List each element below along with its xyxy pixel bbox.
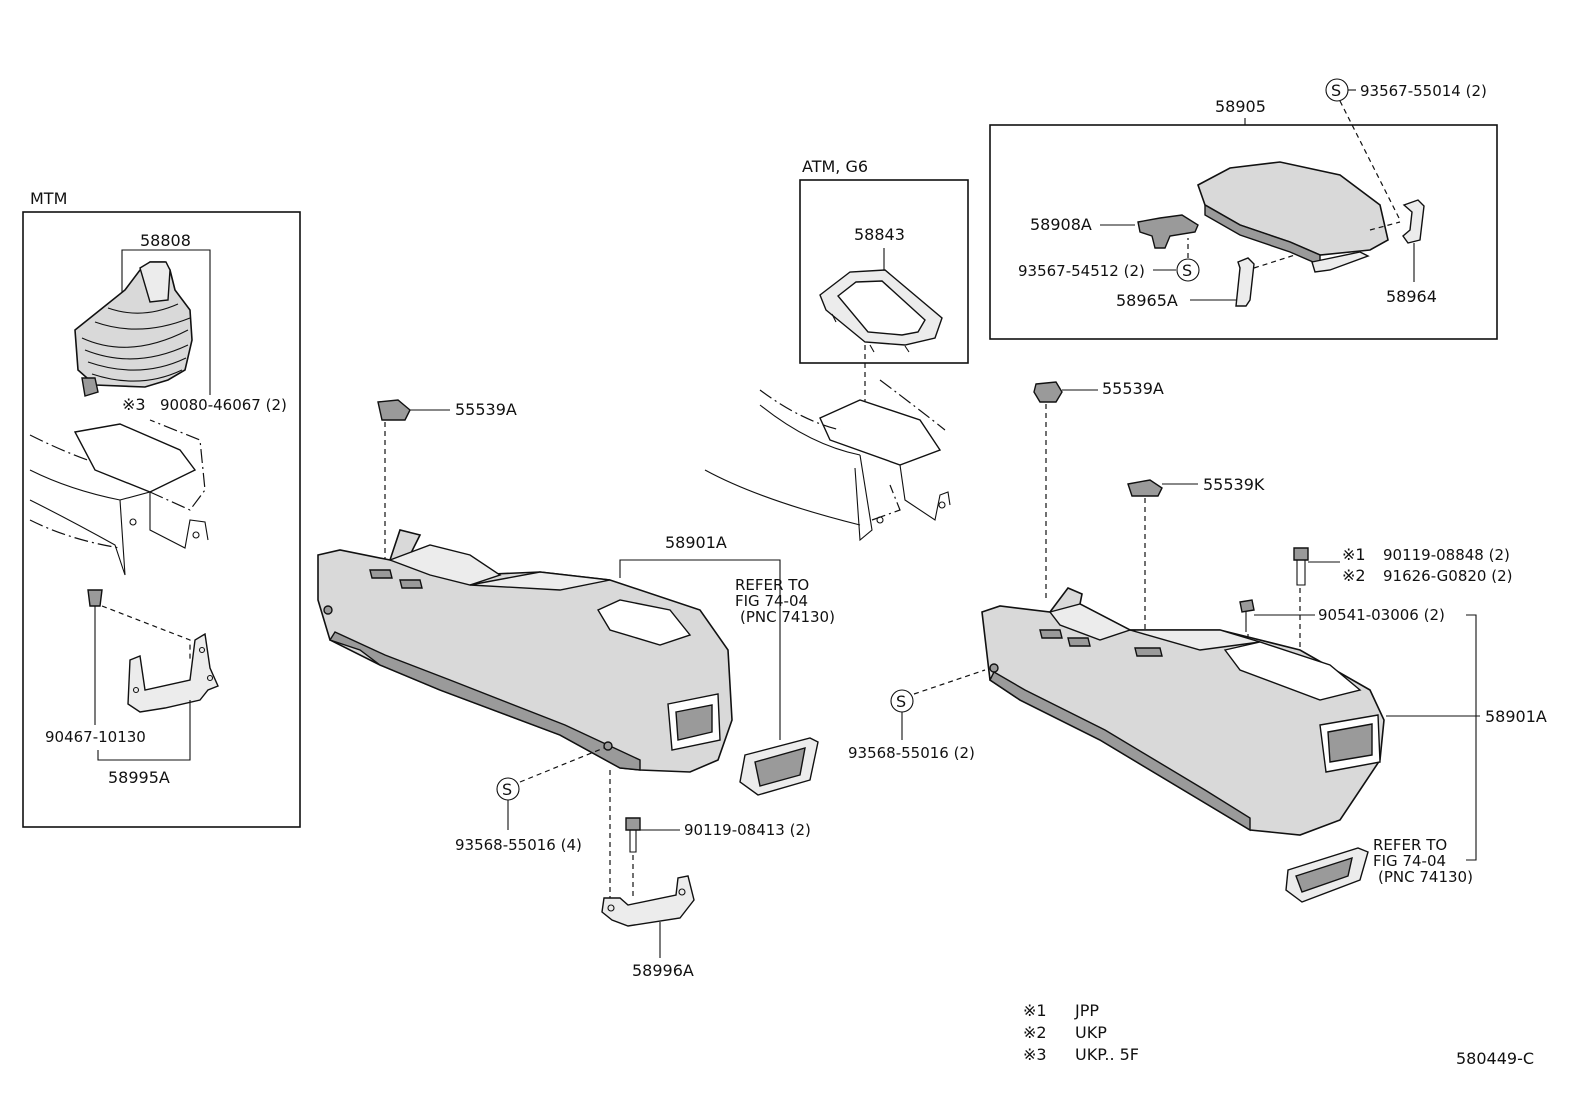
boot-clip [81, 377, 99, 397]
shift-bezel-58843 [819, 269, 943, 353]
mark3-label: ※3 [122, 395, 146, 414]
label-58995A: 58995A [108, 768, 170, 787]
atm-section: ATM, G6 58843 [704, 157, 969, 542]
refer-right-1: REFER TO [1373, 836, 1447, 854]
label-93568-right: 93568-55016 (2) [848, 744, 975, 762]
shift-boot [74, 261, 193, 388]
refer-right-2: FIG 74-04 [1373, 852, 1446, 870]
clip-55539A-left [377, 399, 411, 421]
legend-mark-2: ※2 [1023, 1023, 1047, 1042]
mtm-section: MTM 58808 ※3 90080-46067 (2) [22, 189, 301, 828]
armrest-section: 58905 S 93567-55014 (2) 58908A S 93567-5… [989, 78, 1498, 340]
right-console-section: 55539A 55539K ※1 90119-08848 (2) ※2 9162… [848, 379, 1547, 903]
label-91626: 91626-G0820 (2) [1383, 567, 1513, 585]
left-tray-part [739, 737, 819, 796]
right-console-body [981, 587, 1385, 836]
label-58996A: 58996A [632, 961, 694, 980]
bracket-58995A [127, 632, 219, 713]
bracket-58996A [601, 875, 695, 927]
svg-text:S: S [1331, 81, 1341, 100]
refer-left-1: REFER TO [735, 576, 809, 594]
svg-text:S: S [896, 692, 906, 711]
atm-title: ATM, G6 [802, 157, 868, 176]
label-93568-left: 93568-55016 (4) [455, 836, 582, 854]
label-55539A-right: 55539A [1102, 379, 1164, 398]
label-90080: 90080-46067 (2) [160, 396, 287, 414]
label-93567-54512: 93567-54512 (2) [1018, 262, 1145, 280]
svg-text:S: S [502, 780, 512, 799]
label-93567-55014: 93567-55014 (2) [1360, 82, 1487, 100]
label-58905: 58905 [1215, 97, 1266, 116]
label-90119-08413: 90119-08413 (2) [684, 821, 811, 839]
bolt-90119-08848 [1293, 547, 1309, 586]
clip-55539A-right [1033, 381, 1063, 403]
atm-frame [799, 179, 969, 364]
svg-text:S: S [1182, 261, 1192, 280]
legend-mark-3: ※3 [1023, 1045, 1047, 1064]
left-console-section: 55539A 58901A REFER TO FIG 74-04 (PNC 74… [317, 399, 835, 980]
legend-mark-1: ※1 [1023, 1001, 1047, 1020]
mtm-title: MTM [30, 189, 67, 208]
armrest-frame [989, 124, 1498, 340]
bolt-90467 [87, 589, 103, 725]
label-58901A-left: 58901A [665, 533, 727, 552]
legend-text-1: JPP [1074, 1001, 1099, 1020]
refer-right-3: (PNC 74130) [1378, 868, 1473, 886]
refer-left-3: (PNC 74130) [740, 608, 835, 626]
label-58901A-right: 58901A [1485, 707, 1547, 726]
screw-93568-right: S [890, 689, 914, 713]
screw-93568-left: S [496, 777, 520, 801]
atm-console-fragment [704, 379, 951, 542]
legend: ※1 JPP ※2 UKP ※3 UKP.. 5F [1023, 1001, 1139, 1064]
left-console-body [317, 529, 733, 773]
right-tray-part [1285, 847, 1369, 903]
legend-text-3: UKP.. 5F [1075, 1045, 1139, 1064]
bolt-90119-08413 [625, 817, 641, 853]
refer-left-2: FIG 74-04 [735, 592, 808, 610]
part-58964 [1402, 199, 1425, 244]
legend-text-2: UKP [1075, 1023, 1107, 1042]
label-58965A: 58965A [1116, 291, 1178, 310]
screw-93567-54512: S [1176, 258, 1200, 282]
label-90541: 90541-03006 (2) [1318, 606, 1445, 624]
label-58843: 58843 [854, 225, 905, 244]
armrest-lid [1197, 161, 1389, 273]
label-90119-08848: 90119-08848 (2) [1383, 546, 1510, 564]
hinge-58908A [1137, 214, 1199, 249]
mtm-frame [22, 211, 301, 828]
label-55539A-left: 55539A [455, 400, 517, 419]
figure-code: 580449-C [1456, 1049, 1534, 1068]
label-58964: 58964 [1386, 287, 1437, 306]
bolt-90541 [1239, 599, 1255, 632]
label-90467: 90467-10130 [45, 728, 146, 746]
mtm-console-fragment [29, 419, 209, 576]
mark2-label: ※2 [1342, 566, 1366, 585]
mark1-label: ※1 [1342, 545, 1366, 564]
latch-58965A [1235, 257, 1255, 307]
clip-55539K [1127, 479, 1163, 497]
screw-93567-55014: S [1325, 78, 1349, 102]
label-58808: 58808 [140, 231, 191, 250]
label-55539K: 55539K [1203, 475, 1265, 494]
label-58908A: 58908A [1030, 215, 1092, 234]
